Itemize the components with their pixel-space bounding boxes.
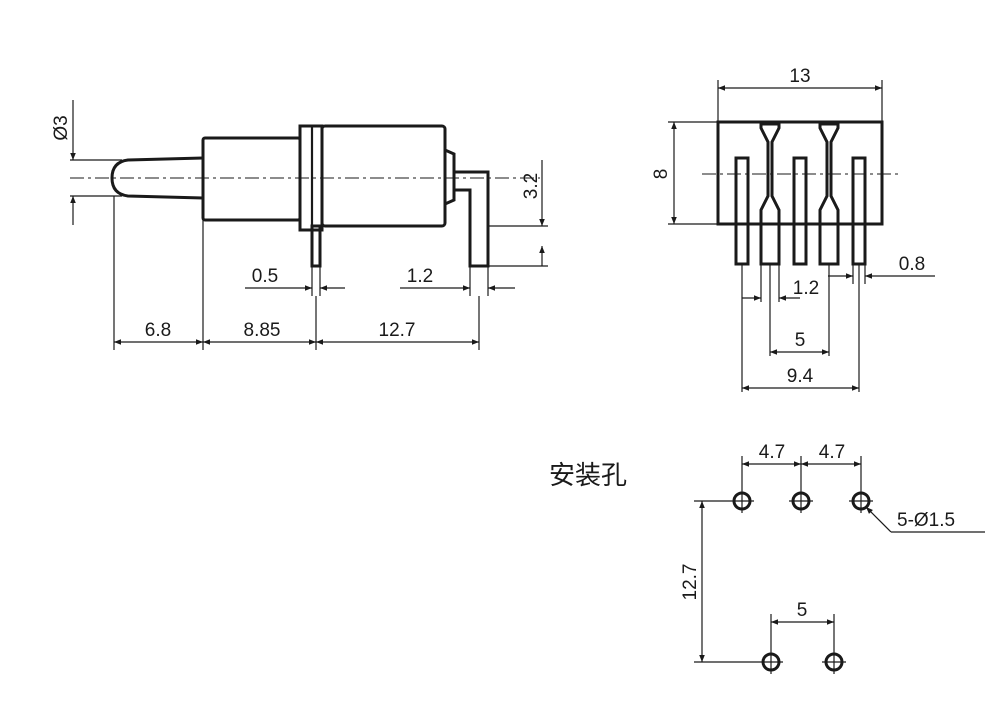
bent-pin-label: 1.2 [407,266,433,287]
mounting-holes-title: 安装孔 [549,460,627,490]
front-contact-2 [759,122,781,266]
switch-body [320,124,447,228]
body-length-label: 12.7 [379,320,416,341]
front-contact-4 [818,122,840,266]
front-body [716,120,884,226]
mounting-holes-view: 安装孔 4.7 4.7 5-Ø1.5 12.7 [549,442,985,674]
pitch-a-label: 4.7 [759,442,785,463]
pin-gap-label: 1.2 [793,278,819,299]
pin-thickness-label: 0.8 [899,254,925,275]
side-view: Ø3 3.2 0.5 1.2 6.8 8.85 12.7 [51,100,548,350]
front-view: 13 8 0.8 1.2 5 9.4 [651,66,935,392]
pitch-b-label: 4.7 [819,442,845,463]
front-width-label: 13 [789,66,810,87]
front-pin-3 [792,156,808,266]
pin-width-label: 0.5 [252,266,278,287]
lever-length-label: 6.8 [145,320,171,341]
bent-terminal [454,170,490,268]
pitch-label: 5 [795,330,806,351]
bushing [201,136,302,222]
offset-label: 3.2 [521,173,542,199]
bottom-pitch-label: 5 [797,600,808,621]
lever-handle [110,156,204,200]
row-spacing-label: 12.7 [680,564,701,601]
diameter-label: Ø3 [51,115,72,140]
hole-spec-label: 5-Ø1.5 [897,510,955,531]
span-label: 9.4 [787,366,814,387]
bushing-length-label: 8.85 [244,320,281,341]
straight-pin [310,224,322,268]
front-height-label: 8 [651,169,672,180]
